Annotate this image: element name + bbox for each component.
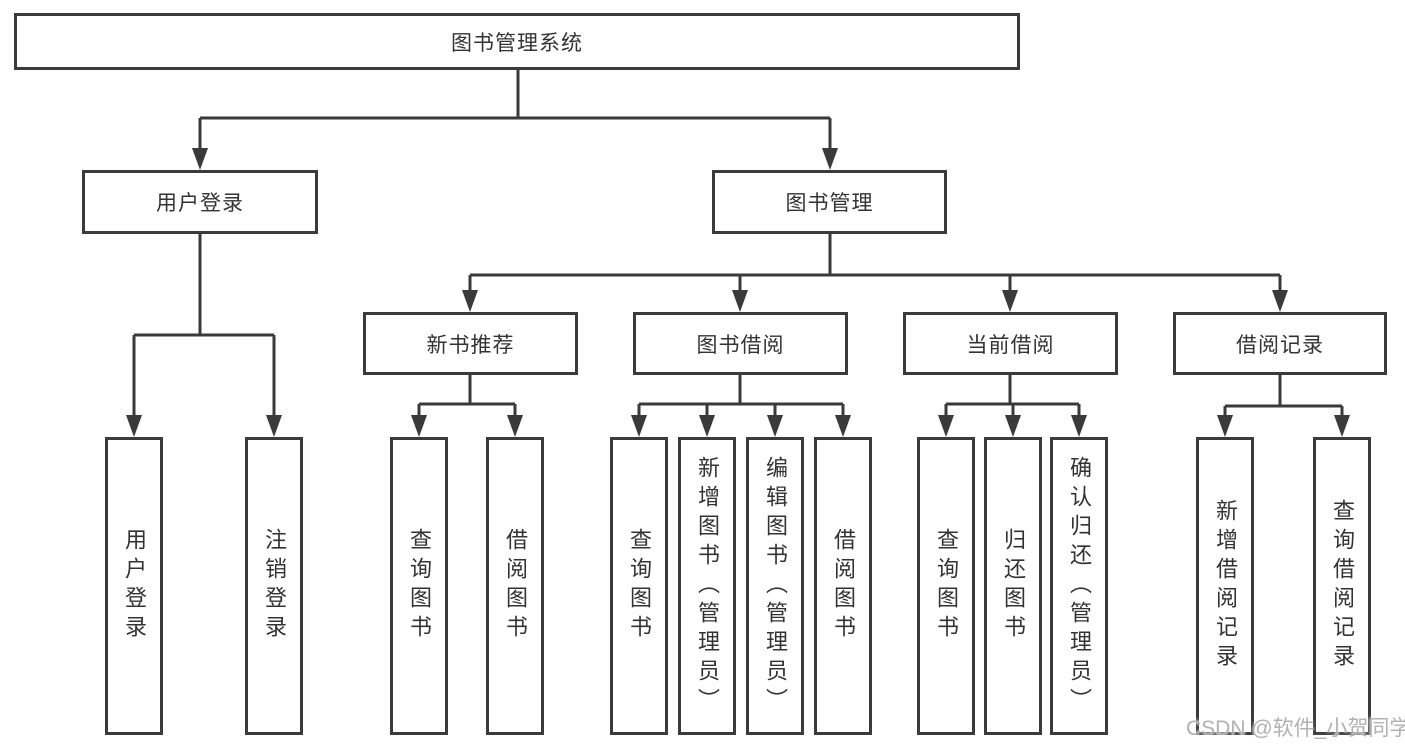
arrow-down-icon (192, 148, 208, 170)
leaf-label: 借阅图书 (831, 528, 856, 644)
leaf-borrow-books-borrow: 借阅图书 (814, 437, 872, 735)
leaf-label: 新增图书（管理员） (695, 455, 720, 717)
leaf-label: 新增借阅记录 (1213, 499, 1238, 673)
arrow-down-icon (1334, 415, 1350, 437)
node-book-borrow: 图书借阅 (633, 312, 848, 375)
leaf-label: 查询图书 (934, 528, 959, 644)
csdn-watermark: CSDN @软件_小贺同学 (1186, 717, 1405, 740)
leaf-label: 确认归还（管理员） (1067, 455, 1092, 717)
arrow-down-icon (462, 290, 478, 312)
arrow-down-icon (938, 415, 954, 437)
node-book-management: 图书管理 (712, 170, 947, 234)
leaf-confirm-return-admin: 确认归还（管理员） (1050, 437, 1108, 735)
leaf-query-books-current: 查询图书 (917, 437, 975, 735)
arrow-down-icon (822, 148, 838, 170)
leaf-query-books-recommend: 查询图书 (390, 437, 448, 735)
arrow-down-icon (1272, 290, 1288, 312)
leaf-add-book-admin: 新增图书（管理员） (678, 437, 736, 735)
arrow-down-icon (1217, 415, 1233, 437)
leaf-label: 用户登录 (122, 528, 147, 644)
node-new-book-recommend: 新书推荐 (363, 312, 578, 375)
arrow-down-icon (631, 415, 647, 437)
node-current-borrow: 当前借阅 (903, 312, 1118, 375)
leaf-logout: 注销登录 (245, 437, 303, 735)
arrow-down-icon (835, 415, 851, 437)
tree-edges (132, 70, 1344, 418)
leaf-label: 查询图书 (407, 528, 432, 644)
arrow-down-icon (732, 290, 748, 312)
leaf-return-books: 归还图书 (984, 437, 1042, 735)
arrow-down-icon (767, 415, 783, 437)
leaf-user-login: 用户登录 (105, 437, 163, 735)
arrow-down-icon (699, 415, 715, 437)
arrow-down-icon (266, 415, 282, 437)
arrowhead-icons (126, 148, 1350, 437)
leaf-label: 查询图书 (627, 528, 652, 644)
leaf-label: 借阅图书 (503, 528, 528, 644)
arrow-down-icon (1005, 415, 1021, 437)
leaf-query-borrow-record: 查询借阅记录 (1313, 437, 1371, 735)
arrow-down-icon (411, 415, 427, 437)
leaf-label: 注销登录 (262, 528, 287, 644)
leaf-label: 编辑图书（管理员） (763, 455, 788, 717)
leaf-label: 归还图书 (1001, 528, 1026, 644)
leaf-add-borrow-record: 新增借阅记录 (1196, 437, 1254, 735)
arrow-down-icon (126, 415, 142, 437)
leaf-label: 查询借阅记录 (1330, 499, 1355, 673)
leaf-query-books-borrow: 查询图书 (610, 437, 668, 735)
node-user-login: 用户登录 (82, 170, 318, 234)
node-borrow-records: 借阅记录 (1173, 312, 1387, 375)
leaf-edit-book-admin: 编辑图书（管理员） (746, 437, 804, 735)
arrow-down-icon (1002, 290, 1018, 312)
node-book-management-system: 图书管理系统 (14, 13, 1020, 70)
leaf-borrow-books-recommend: 借阅图书 (486, 437, 544, 735)
arrow-down-icon (507, 415, 523, 437)
arrow-down-icon (1071, 415, 1087, 437)
